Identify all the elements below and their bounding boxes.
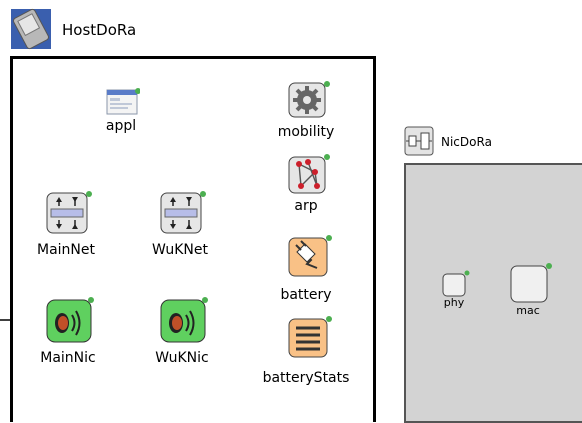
wuknic-label: WuKNic [155, 350, 209, 366]
window-icon [106, 88, 140, 115]
mainnic-label: MainNic [40, 350, 96, 366]
gear-icon [288, 81, 330, 118]
pda-icon[interactable] [10, 8, 52, 50]
arp-label: arp [294, 198, 318, 214]
up-down-arrows-icon [46, 191, 92, 234]
wuknet-module[interactable]: WuKNet [152, 190, 208, 258]
appl-label: appl [105, 118, 137, 134]
network-graph-icon [288, 154, 330, 194]
mainnet-module[interactable]: MainNet [37, 190, 95, 258]
mainnet-label: MainNet [37, 242, 95, 258]
mobility-module[interactable]: mobility [278, 80, 334, 140]
wuknic-module[interactable]: WuKNic [155, 296, 209, 366]
list-icon [288, 316, 332, 358]
nic-title: NicDoRa [441, 135, 492, 149]
phy-label: phy [443, 296, 465, 309]
mobility-label: mobility [277, 124, 335, 140]
batterystats-label: batteryStats [262, 370, 350, 386]
appl-module[interactable]: appl [106, 88, 144, 134]
box-icon [442, 270, 470, 297]
plug-icon [288, 235, 332, 277]
block-diagram-icon[interactable] [404, 126, 434, 156]
battery-module[interactable]: battery [280, 233, 332, 303]
box-icon [510, 263, 552, 303]
radio-antenna-icon [46, 297, 94, 343]
battery-label: battery [280, 287, 332, 303]
mainnic-module[interactable]: MainNic [40, 296, 96, 366]
mac-module[interactable]: mac [510, 262, 552, 317]
up-down-arrows-icon [160, 191, 206, 234]
wuknet-label: WuKNet [152, 242, 208, 258]
nic-module-box[interactable] [404, 163, 582, 423]
host-title: HostDoRa [62, 21, 137, 39]
radio-antenna-icon [160, 297, 208, 343]
arp-module[interactable]: arp [288, 152, 330, 214]
phy-module[interactable]: phy [442, 270, 470, 309]
batterystats-module[interactable]: batteryStats [263, 314, 349, 386]
mac-label: mac [516, 304, 540, 317]
